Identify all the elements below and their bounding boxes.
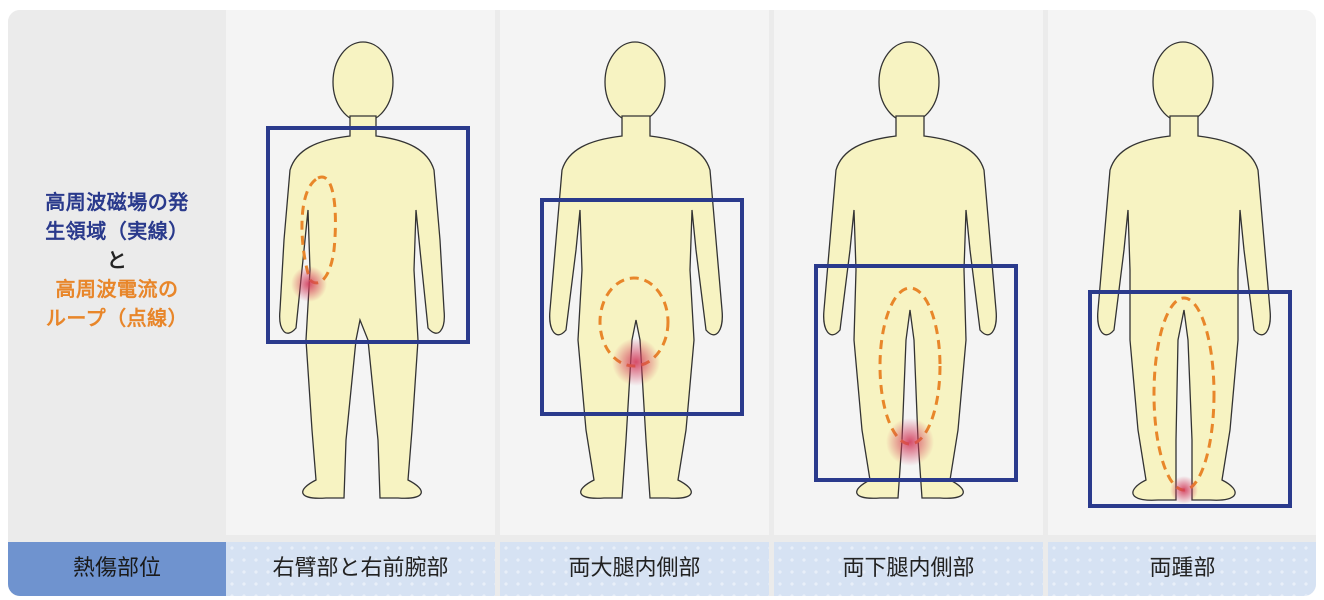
panel-arm [226, 10, 495, 535]
burn-site-header: 熱傷部位 [8, 542, 226, 596]
burn-spot [1170, 476, 1198, 504]
human-figure [1098, 42, 1271, 500]
legend-line-1: 高周波磁場の発 [8, 188, 226, 217]
burn-spot [291, 266, 327, 302]
burn-site-calf: 両下腿内側部 [774, 542, 1043, 596]
footer-row: 熱傷部位 右臂部と右前腕部 両大腿内側部 両下腿内側部 両踵部 [8, 542, 1316, 596]
legend-line-5: ループ（点線） [8, 304, 226, 333]
burn-site-thigh: 両大腿内側部 [500, 542, 769, 596]
burn-spot [886, 418, 934, 466]
panel-thigh [500, 10, 769, 535]
panel-calf [774, 10, 1043, 535]
legend: 高周波磁場の発 生領域（実線） と 高周波電流の ループ（点線） [8, 10, 226, 540]
burn-site-heel: 両踵部 [1048, 542, 1316, 596]
legend-line-2: 生領域（実線） [8, 217, 226, 246]
figure-arm [226, 10, 495, 535]
figure-thigh [500, 10, 769, 535]
legend-line-4: 高周波電流の [8, 275, 226, 304]
burn-spot [612, 338, 660, 386]
legend-line-3: と [8, 246, 226, 275]
figure-calf [774, 10, 1043, 535]
burn-site-arm: 右臂部と右前腕部 [226, 542, 495, 596]
figure-heel [1048, 10, 1316, 535]
panel-heel [1048, 10, 1316, 535]
human-figure [550, 42, 723, 498]
diagram-frame: 高周波磁場の発 生領域（実線） と 高周波電流の ループ（点線） [8, 10, 1316, 596]
legend-text: 高周波磁場の発 生領域（実線） と 高周波電流の ループ（点線） [8, 188, 226, 333]
